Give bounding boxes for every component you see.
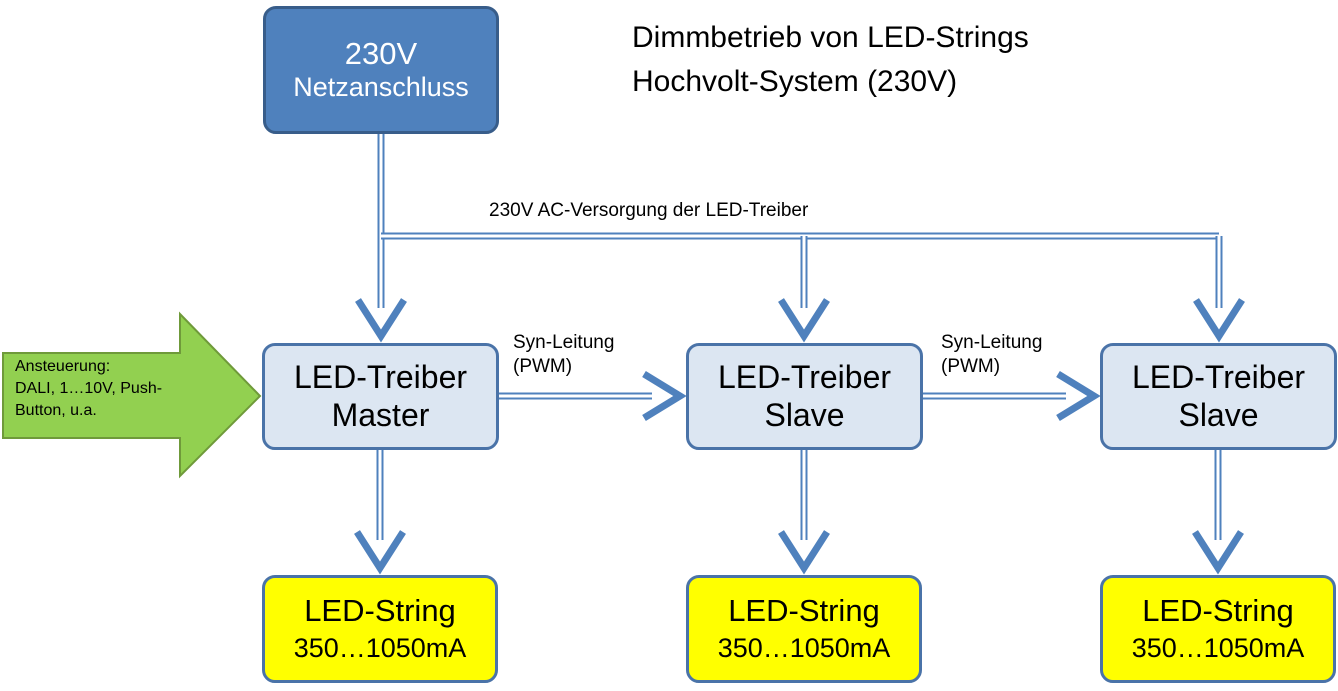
- led-string-1-line-2: 350…1050mA: [293, 633, 467, 664]
- driver-master-box: LED-Treiber Master: [262, 343, 499, 450]
- arrowhead-to-slave-2: [1193, 298, 1245, 343]
- led-string-1-line-1: LED-String: [304, 592, 456, 628]
- control-line-1: Ansteuerung:: [15, 358, 111, 375]
- arrowhead-to-master: [355, 298, 407, 343]
- led-string-3-line-1: LED-String: [1142, 592, 1294, 628]
- output-wires: [376, 450, 1222, 540]
- led-string-3-box: LED-String 350…1050mA: [1100, 575, 1336, 683]
- power-source-box: 230V Netzanschluss: [263, 6, 499, 134]
- ac-supply-wires: [377, 134, 1223, 308]
- sync-label-1: Syn-Leitung (PWM): [513, 331, 614, 379]
- ac-supply-label: 230V AC-Versorgung der LED-Treiber: [489, 200, 809, 221]
- driver-master-line-2: Master: [331, 396, 430, 433]
- sync-label-2: Syn-Leitung (PWM): [941, 331, 1042, 379]
- diagram-title: Dimmbetrieb von LED-Strings Hochvolt-Sys…: [632, 16, 1029, 104]
- control-input-label: Ansteuerung: DALI, 1…10V, Push- Button, …: [15, 356, 225, 422]
- arrowhead-sync-1: [642, 371, 687, 421]
- control-line-2: DALI, 1…10V, Push-: [15, 380, 163, 397]
- led-string-2-line-2: 350…1050mA: [717, 633, 891, 664]
- led-string-3-line-2: 350…1050mA: [1131, 633, 1305, 664]
- sync-label-1-line-1: Syn-Leitung: [513, 332, 615, 353]
- control-input-arrow: [2, 311, 262, 479]
- driver-slave-2-line-2: Slave: [1178, 396, 1259, 433]
- arrowhead-to-slave-1: [778, 298, 830, 343]
- sync-label-2-line-1: Syn-Leitung: [941, 332, 1043, 353]
- sync-label-2-line-2: (PWM): [941, 356, 1001, 377]
- driver-master-line-1: LED-Treiber: [293, 358, 468, 395]
- sync-label-1-line-2: (PWM): [513, 356, 573, 377]
- power-label: Netzanschluss: [293, 72, 469, 103]
- driver-slave-1-line-1: LED-Treiber: [717, 358, 892, 395]
- arrowhead-to-led-1: [354, 530, 406, 575]
- led-string-1-box: LED-String 350…1050mA: [262, 575, 498, 683]
- title-line-2: Hochvolt-System (230V): [632, 65, 958, 98]
- arrowheads: [354, 298, 1245, 575]
- driver-slave-2-box: LED-Treiber Slave: [1100, 343, 1337, 450]
- arrowhead-to-led-3: [1192, 530, 1244, 575]
- arrowhead-sync-2: [1056, 371, 1101, 421]
- control-line-3: Button, u.a.: [15, 402, 97, 419]
- title-line-1: Dimmbetrieb von LED-Strings: [632, 21, 1029, 54]
- led-string-2-line-1: LED-String: [728, 592, 880, 628]
- driver-slave-2-line-1: LED-Treiber: [1131, 358, 1306, 395]
- power-voltage: 230V: [344, 35, 418, 71]
- led-string-2-box: LED-String 350…1050mA: [686, 575, 922, 683]
- driver-slave-1-line-2: Slave: [764, 396, 845, 433]
- driver-slave-1-box: LED-Treiber Slave: [686, 343, 923, 450]
- arrowhead-to-led-2: [778, 530, 830, 575]
